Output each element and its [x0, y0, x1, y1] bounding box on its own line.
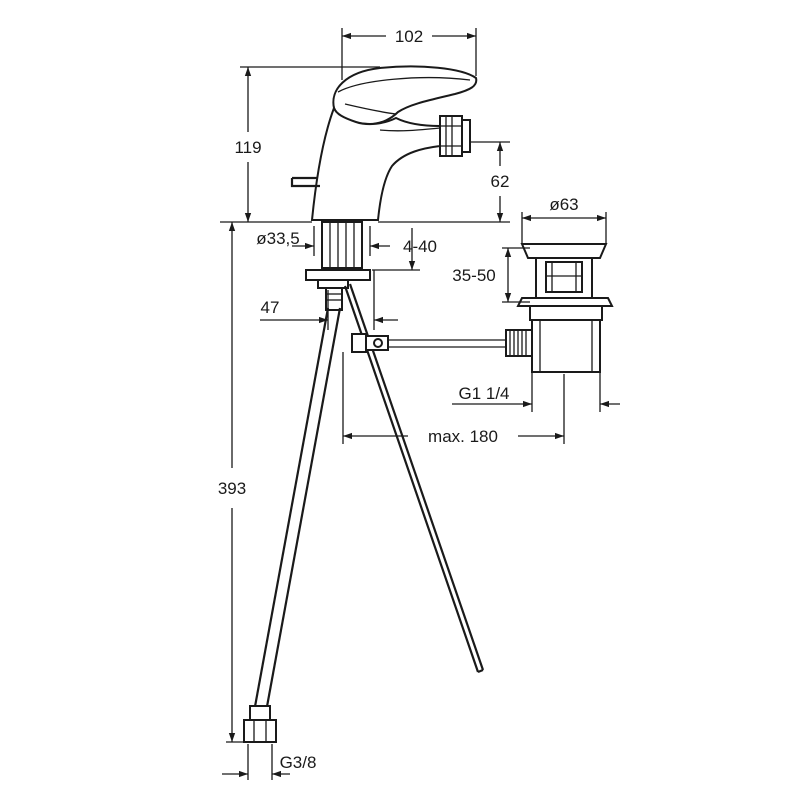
dim-waste-range: 35-50	[452, 266, 495, 285]
supply-hose	[243, 307, 342, 743]
dim-hose-thread: G3/8	[280, 753, 317, 772]
mounting-shank	[305, 221, 371, 311]
aerator	[439, 115, 463, 157]
linkage-rod	[351, 333, 506, 353]
dim-max-rod: max. 180	[428, 427, 498, 446]
waste-body	[531, 319, 601, 373]
dim-spout-height: 62	[491, 172, 510, 191]
dim-hose-length: 393	[218, 479, 246, 498]
popup-rod-handle	[290, 178, 320, 188]
hose-nut	[243, 719, 277, 743]
mixer-housing	[310, 105, 441, 221]
dim-waste-diameter: ø63	[549, 195, 578, 214]
dim-waste-thread: G1 1/4	[458, 384, 509, 403]
dim-base-diameter: ø33,5	[256, 229, 299, 248]
dim-deck-thickness: 4-40	[403, 237, 437, 256]
mixer-body	[290, 65, 478, 221]
dim-width-top: 102	[395, 27, 423, 46]
dim-height-body: 119	[234, 138, 261, 157]
waste-fitting	[505, 243, 614, 373]
dimension-lines	[220, 28, 620, 780]
fixing-plate	[305, 269, 371, 281]
dim-projection: 47	[261, 298, 280, 317]
waste-plug	[520, 243, 608, 259]
